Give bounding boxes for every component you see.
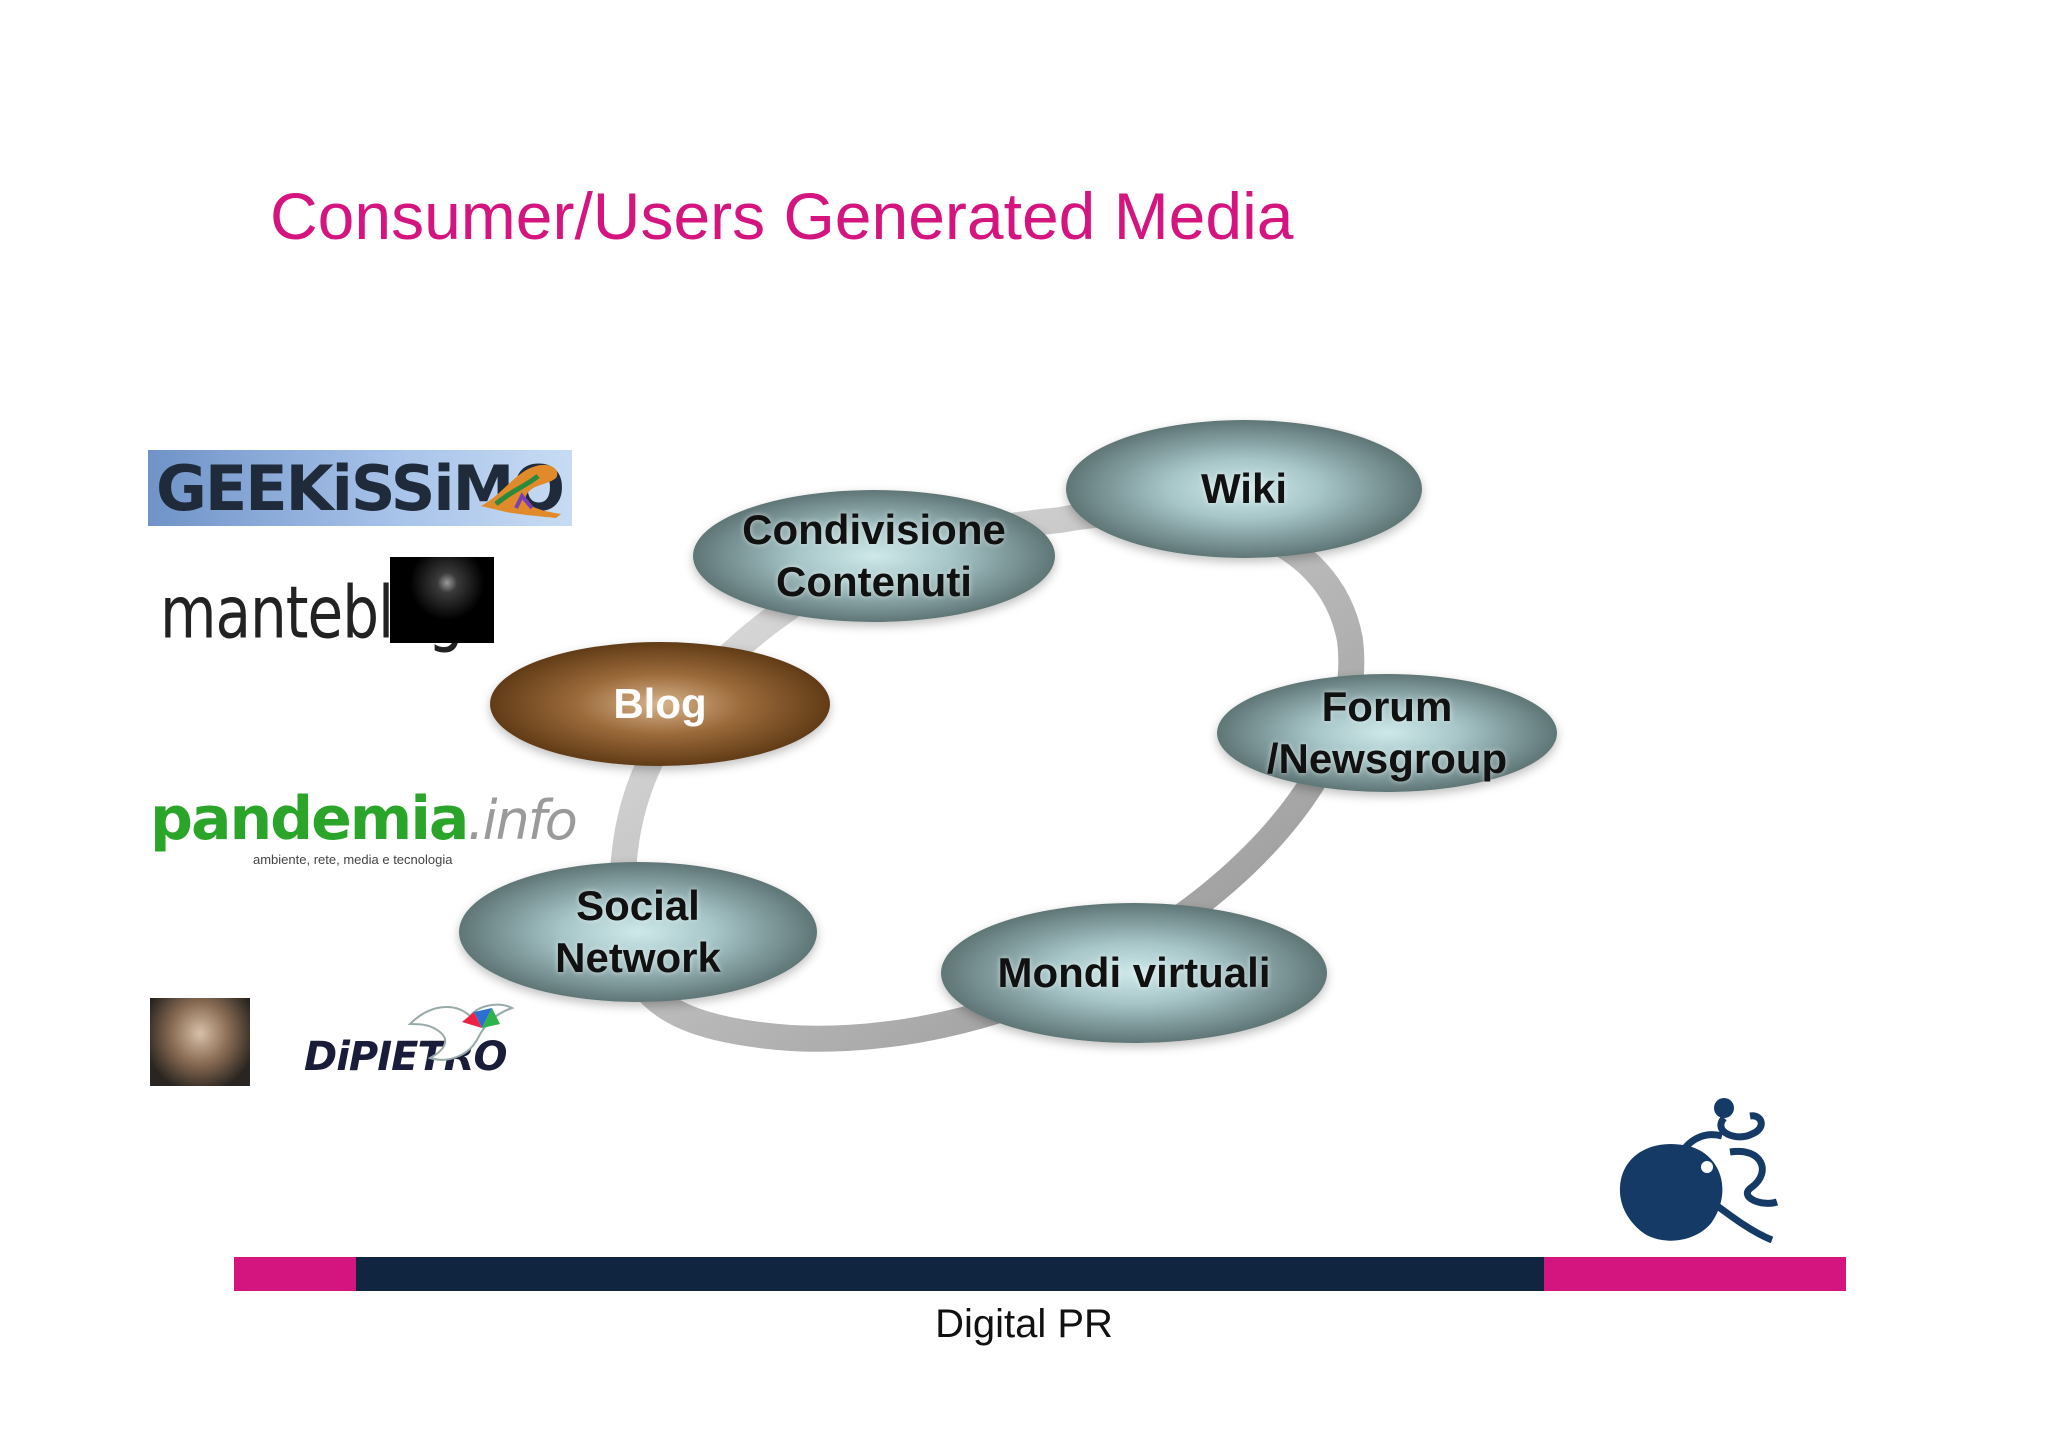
pandemia-logo-suffix: .info bbox=[467, 789, 577, 852]
footer-bar-center bbox=[356, 1257, 1544, 1291]
geekissimo-logo-text: GEEKiSSiMO bbox=[156, 451, 565, 525]
node-social-label: Social Network bbox=[555, 882, 721, 981]
footer-text: Digital PR bbox=[935, 1302, 1113, 1346]
node-blog-label: Blog bbox=[613, 680, 707, 727]
pandemia-logo: pandemia.info bbox=[150, 784, 578, 854]
portrait-photo bbox=[150, 998, 250, 1086]
dove-icon bbox=[407, 1003, 515, 1061]
node-forum-label: Forum /Newsgroup bbox=[1266, 683, 1508, 782]
node-social: Social Network bbox=[459, 862, 817, 1002]
slide-title: Consumer/Users Generated Media bbox=[270, 179, 1294, 253]
corner-logo-icon bbox=[1619, 1098, 1779, 1244]
node-condivisione-label: Condivisione Contenuti bbox=[742, 506, 1006, 605]
geekissimo-logo: GEEKiSSiMO bbox=[148, 450, 572, 526]
node-wiki-label: Wiki bbox=[1201, 465, 1287, 512]
node-forum: Forum /Newsgroup bbox=[1217, 674, 1557, 792]
node-mondi-label: Mondi virtuali bbox=[997, 949, 1271, 996]
lizard-icon bbox=[481, 464, 561, 518]
node-mondi: Mondi virtuali bbox=[941, 903, 1327, 1043]
node-wiki: Wiki bbox=[1066, 420, 1422, 558]
footer-bar-right bbox=[1544, 1257, 1846, 1291]
node-condivisione: Condivisione Contenuti bbox=[693, 490, 1055, 622]
footer-bar-left bbox=[234, 1257, 356, 1291]
node-blog: Blog bbox=[490, 642, 830, 766]
pandemia-tagline: ambiente, rete, media e tecnologia bbox=[253, 852, 453, 867]
pandemia-logo-text: pandemia bbox=[150, 784, 469, 854]
manteblog-photo bbox=[390, 557, 494, 643]
